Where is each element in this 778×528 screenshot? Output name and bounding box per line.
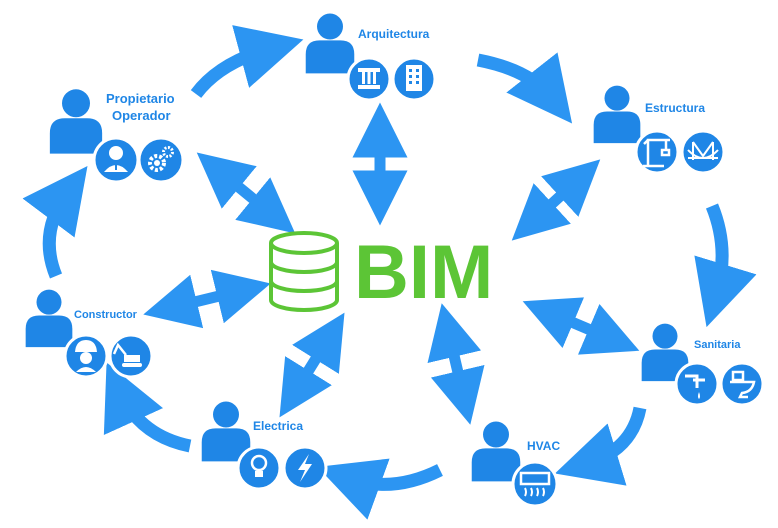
pipe-faucet-icon [674,361,720,407]
database-icon [269,231,339,312]
bim-center: BIM [269,230,493,315]
crane-icon [634,129,680,175]
column-icon [346,56,392,102]
person-icon [25,289,73,348]
node-hvac: HVAC [471,421,560,508]
arrow-sanitaria-to-hvac [554,406,647,486]
building-icon [391,56,437,102]
node-propietario: Propietario Operador [49,89,185,184]
arrow-constructor-to-propietario [22,165,88,279]
label-hvac: HVAC [527,439,560,453]
spoke-arrows [143,102,640,425]
person-icon [305,13,355,74]
node-electrica: Electrica [201,401,328,491]
label-arquitectura: Arquitectura [358,27,430,41]
spoke-electrica [279,312,345,418]
excavator-icon [108,333,154,379]
spoke-hvac [427,303,485,425]
label-electrica: Electrica [253,419,303,433]
spoke-propietario [196,152,296,234]
node-sanitaria: Sanitaria [641,323,765,407]
bim-title: BIM [354,230,493,315]
spoke-sanitaria [522,297,640,355]
arrow-hvac-to-electrica [317,458,443,520]
air-conditioner-icon [511,460,559,508]
label-constructor: Constructor [74,309,138,321]
arrow-estructura-to-sanitaria [694,203,757,328]
hardhat-worker-icon [63,333,109,379]
bridge-icon [680,129,726,175]
lightbulb-icon [236,445,282,491]
arrow-propietario-to-arquitectura [190,25,304,99]
node-constructor: Constructor [25,289,154,379]
label-propietario: Propietario [106,91,175,106]
toilet-icon [719,361,765,407]
label-estructura: Estructura [645,101,705,115]
arrow-electrica-to-constructor [103,362,192,453]
person-icon [49,89,103,154]
gears-icon [137,136,185,184]
label-sanitaria: Sanitaria [694,339,741,351]
cycle-arrows [22,25,757,520]
person-icon [471,421,521,482]
person-icon [593,85,641,144]
lightning-icon [282,445,328,491]
node-estructura: Estructura [593,85,726,175]
node-arquitectura: Arquitectura [305,13,437,102]
spoke-estructura [511,159,601,241]
arrow-arquitectura-to-estructura [476,52,573,124]
label-operador: Operador [112,108,171,123]
businessman-icon [92,136,140,184]
spoke-constructor [143,269,271,329]
